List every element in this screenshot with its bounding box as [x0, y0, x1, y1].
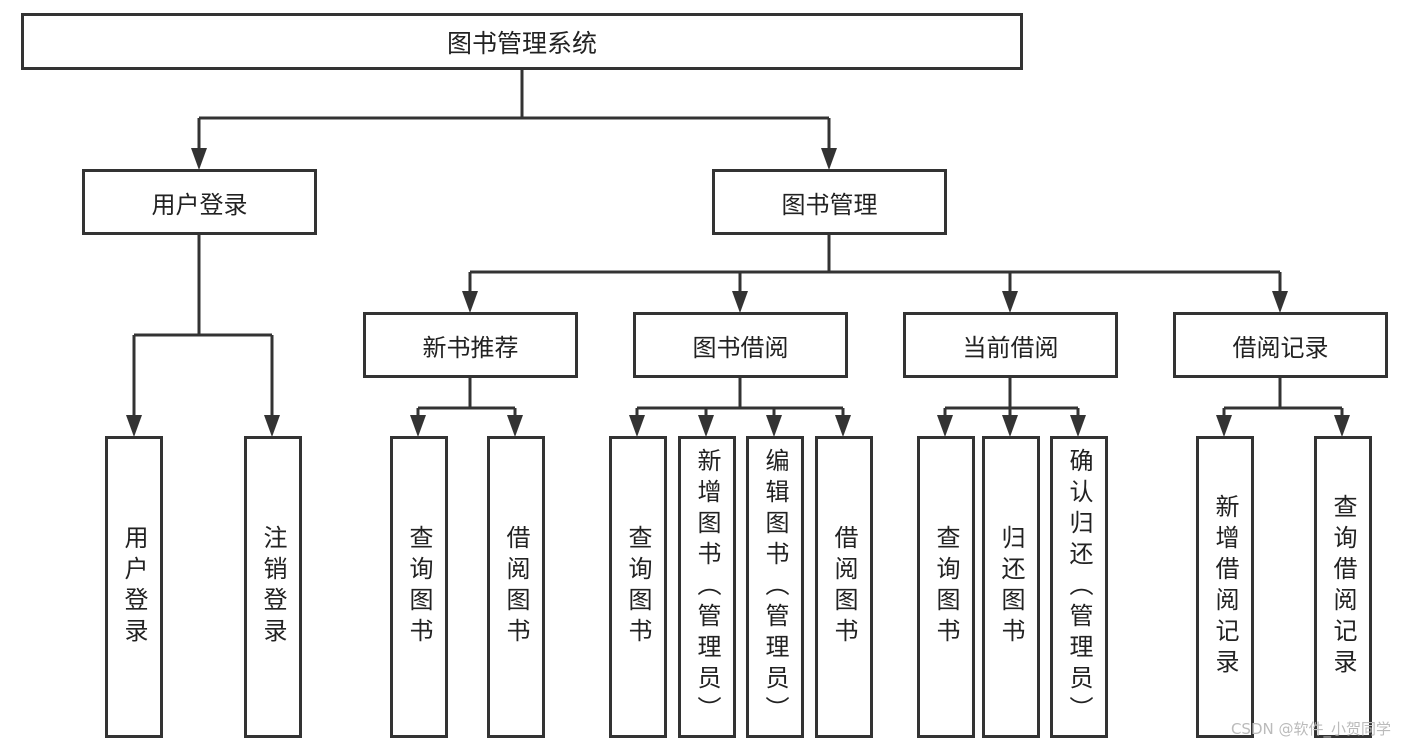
leaf-node: 新增借阅记录: [1196, 436, 1254, 738]
leaf-node: 查询借阅记录: [1314, 436, 1372, 738]
leaf-node-label: 查询图书: [405, 525, 433, 649]
leaf-node-label: 查询图书: [932, 525, 960, 649]
arrow-head: [1070, 415, 1086, 437]
arrow-head: [126, 415, 142, 437]
leaf-node-label: 新增图书（管理员）: [693, 447, 721, 727]
leaf-node: 归还图书: [982, 436, 1040, 738]
arrow-head: [1334, 415, 1350, 437]
arrow-head: [462, 291, 478, 313]
leaf-node-label: 注销登录: [259, 525, 287, 649]
arrow-head: [1216, 415, 1232, 437]
leaf-node: 新增图书（管理员）: [678, 436, 736, 738]
leaf-node: 查询图书: [609, 436, 667, 738]
submodule-node: 新书推荐: [363, 312, 578, 378]
leaf-node: 查询图书: [917, 436, 975, 738]
arrow-head: [732, 291, 748, 313]
arrow-head: [766, 415, 782, 437]
arrow-head: [835, 415, 851, 437]
leaf-node-label: 用户登录: [120, 525, 148, 649]
submodule-node-label: 新书推荐: [422, 333, 519, 362]
leaf-node-label: 查询图书: [624, 525, 652, 649]
submodule-node: 当前借阅: [903, 312, 1118, 378]
watermark: CSDN @软件_小贺同学: [1230, 720, 1391, 738]
arrow-head: [821, 148, 837, 170]
leaf-node: 借阅图书: [815, 436, 873, 738]
leaf-node-label: 确认归还（管理员）: [1065, 447, 1093, 727]
leaf-node-label: 新增借阅记录: [1211, 494, 1239, 680]
arrow-head: [1272, 291, 1288, 313]
root-node: 图书管理系统: [21, 13, 1023, 70]
submodule-node-label: 借阅记录: [1232, 333, 1329, 362]
leaf-node-label: 编辑图书（管理员）: [761, 447, 789, 727]
arrow-head: [1002, 415, 1018, 437]
arrow-head: [507, 415, 523, 437]
arrow-head: [937, 415, 953, 437]
root-label: 图书管理系统: [446, 28, 597, 58]
arrow-head: [698, 415, 714, 437]
leaf-node: 借阅图书: [487, 436, 545, 738]
leaf-node: 编辑图书（管理员）: [746, 436, 804, 738]
submodule-node-label: 图书借阅: [692, 333, 789, 362]
leaf-node-label: 查询借阅记录: [1329, 494, 1357, 680]
arrow-head: [629, 415, 645, 437]
arrow-head: [1002, 291, 1018, 313]
leaf-node: 查询图书: [390, 436, 448, 738]
leaf-node-label: 归还图书: [997, 525, 1025, 649]
leaf-node: 注销登录: [244, 436, 302, 738]
leaf-node-label: 借阅图书: [502, 525, 530, 649]
submodule-node: 图书借阅: [633, 312, 848, 378]
submodule-node: 借阅记录: [1173, 312, 1388, 378]
leaf-node: 用户登录: [105, 436, 163, 738]
module-book-management-label: 图书管理: [781, 190, 878, 219]
arrow-head: [264, 415, 280, 437]
arrow-head: [191, 148, 207, 170]
module-book-management: 图书管理: [712, 169, 947, 235]
leaf-node: 确认归还（管理员）: [1050, 436, 1108, 738]
arrow-head: [410, 415, 426, 437]
module-user-login-label: 用户登录: [151, 190, 248, 219]
module-user-login: 用户登录: [82, 169, 317, 235]
leaf-node-label: 借阅图书: [830, 525, 858, 649]
submodule-node-label: 当前借阅: [962, 333, 1059, 362]
